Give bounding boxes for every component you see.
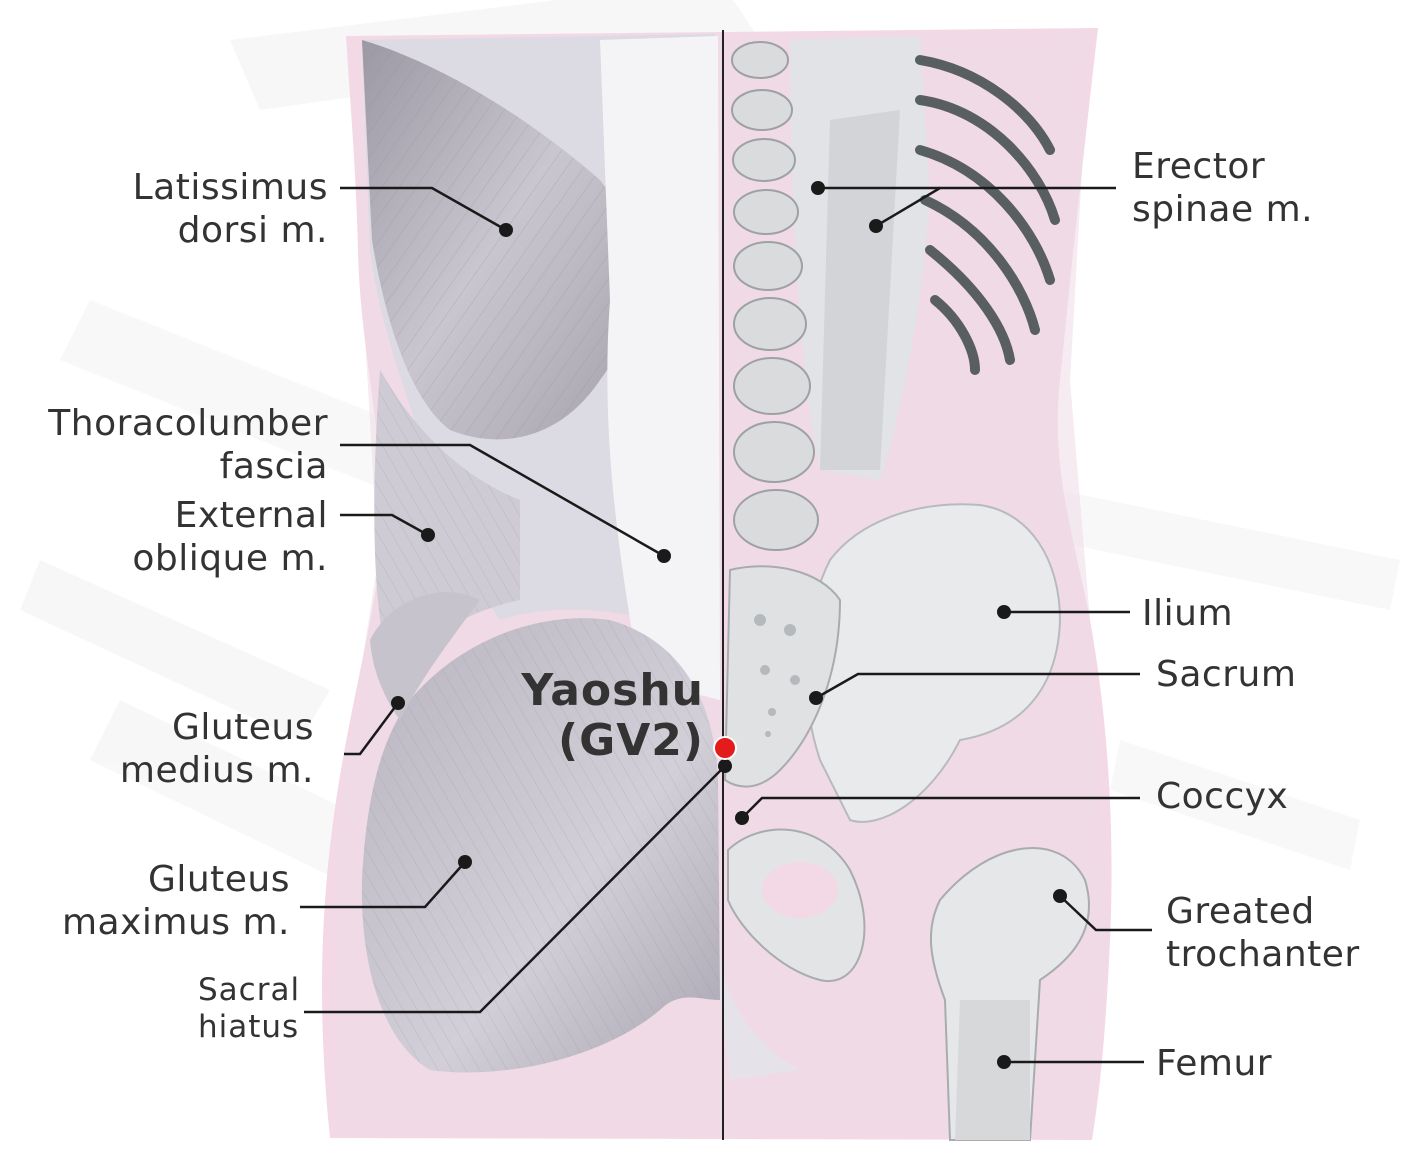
label-line: Sacral [198, 972, 301, 1008]
label-line: Erector [1132, 146, 1266, 187]
label-erector-spinae: Erector spinae m. [1132, 145, 1313, 231]
label-line: hiatus [198, 1009, 300, 1045]
label-line: Gluteus [171, 707, 314, 748]
label-sacrum: Sacrum [1156, 653, 1296, 696]
acupoint-label: Yaoshu (GV2) [521, 666, 704, 766]
label-ilium: Ilium [1142, 592, 1233, 635]
label-line: spinae m. [1132, 189, 1314, 230]
label-sacral-hiatus: Sacral hiatus [198, 972, 300, 1046]
label-line: Greated [1166, 891, 1315, 932]
back-muscles-left [362, 34, 720, 700]
label-line: Ilium [1142, 593, 1234, 634]
acupoint-code: (GV2) [557, 715, 704, 766]
target-dots [391, 181, 1067, 1069]
label-line: Gluteus [147, 859, 290, 900]
label-line: maximus m. [61, 902, 290, 943]
label-femur: Femur [1156, 1042, 1272, 1085]
label-line: Thoracolumber [48, 403, 328, 444]
acupoint-marker [713, 736, 737, 760]
label-line: Femur [1156, 1043, 1273, 1084]
label-line: medius m. [119, 750, 314, 791]
leader-lines [300, 186, 1152, 1064]
label-line: Coccyx [1156, 776, 1289, 817]
label-gluteus-maximus: Gluteus maximus m. [62, 858, 290, 944]
label-line: trochanter [1166, 934, 1360, 975]
label-line: Latissimus [132, 167, 328, 208]
label-coccyx: Coccyx [1156, 775, 1288, 818]
label-line: fascia [219, 446, 328, 487]
label-thoracolumbar-fascia: Thoracolumber fascia [48, 402, 328, 488]
label-line: Sacrum [1156, 654, 1297, 695]
acupoint-name: Yaoshu [521, 665, 704, 716]
gluteal-muscles [361, 592, 800, 1080]
label-line: oblique m. [132, 538, 328, 579]
label-greater-trochanter: Greated trochanter [1166, 890, 1360, 976]
label-external-oblique: External oblique m. [132, 494, 328, 580]
label-line: External [174, 495, 328, 536]
label-gluteus-medius: Gluteus medius m. [120, 706, 314, 792]
label-latissimus-dorsi: Latissimus dorsi m. [133, 166, 328, 252]
label-line: dorsi m. [177, 210, 328, 251]
skeleton-right [723, 36, 1090, 1141]
